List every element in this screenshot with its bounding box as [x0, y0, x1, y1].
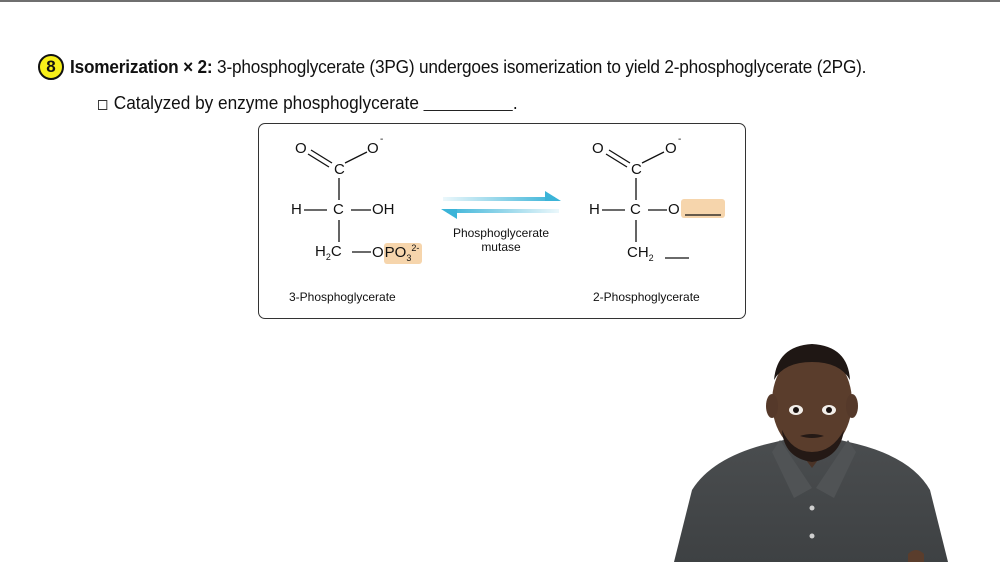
- atom-c2: C: [333, 201, 344, 218]
- presenter-video: [672, 340, 950, 562]
- heading-body: 3-phosphoglycerate (3PG) undergoes isome…: [212, 56, 867, 77]
- slide-heading: 8 Isomerization × 2: 3-phosphoglycerate …: [38, 54, 926, 80]
- bond-lines: [304, 149, 725, 259]
- right-molecule-name: 2-Phosphoglycerate: [593, 290, 700, 304]
- atom-o-double: O: [295, 140, 307, 157]
- atom-o-link-right: O: [668, 201, 680, 218]
- atom-h: H: [291, 201, 302, 218]
- atom-h-right: H: [589, 201, 600, 218]
- charge-minus-right: -: [678, 134, 682, 145]
- atom-c1: C: [334, 161, 345, 178]
- atom-c1-right: C: [631, 161, 642, 178]
- enzyme-line2: mutase: [481, 240, 521, 254]
- charge-minus: -: [380, 134, 384, 145]
- atom-o-minus: O: [367, 140, 379, 157]
- equilibrium-arrow-icon: [441, 191, 561, 219]
- group-opo3: OPO32-: [372, 243, 423, 264]
- bullet-period: .: [512, 92, 518, 113]
- bullet-line: Catalyzed by enzyme phosphoglycerate .: [98, 92, 518, 114]
- top-divider: [0, 0, 1000, 2]
- heading-text: Isomerization × 2: 3-phosphoglycerate (3…: [70, 56, 866, 78]
- bullet-text: Catalyzed by enzyme phosphoglycerate: [113, 92, 419, 113]
- fill-in-blank: [423, 95, 513, 111]
- phosphate-highlight: PO32-: [383, 243, 423, 264]
- atom-o-double-right: O: [592, 140, 604, 157]
- group-h2c: H2C: [315, 243, 342, 262]
- group-ch2: CH2: [627, 244, 654, 263]
- item-number-badge: 8: [38, 54, 64, 80]
- checkbox-icon: [98, 99, 108, 110]
- reaction-diagram: O O - C H C OH H2C OPO32- 3-Phosphoglyce…: [258, 123, 746, 319]
- left-molecule-name: 3-Phosphoglycerate: [289, 290, 396, 304]
- atom-o-minus-right: O: [665, 140, 677, 157]
- presenter-figure: [674, 344, 948, 562]
- atom-c2-right: C: [630, 201, 641, 218]
- heading-bold: Isomerization × 2:: [70, 56, 213, 77]
- group-oh: OH: [372, 201, 395, 218]
- enzyme-line1: Phosphoglycerate: [452, 226, 550, 240]
